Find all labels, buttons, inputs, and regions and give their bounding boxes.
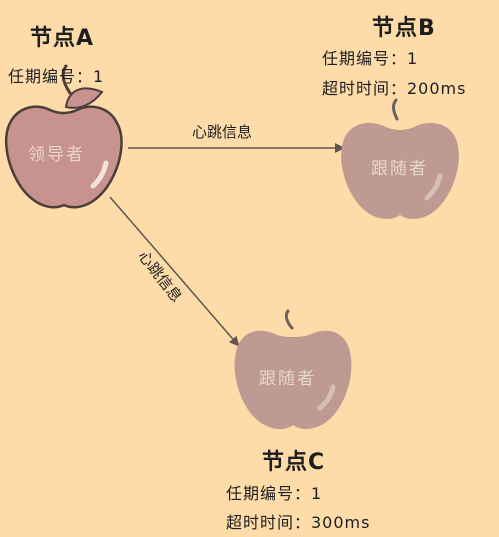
node-c-term: 任期编号：1 [226, 484, 323, 503]
node-c-timeout: 超时时间：300ms [226, 513, 371, 532]
leader-role-label: 领导者 [28, 145, 85, 165]
follower-b-apple-icon [341, 98, 459, 220]
node-b-timeout: 超时时间：200ms [322, 79, 467, 98]
node-b-title: 节点B [372, 16, 436, 41]
node-b-term: 任期编号：1 [322, 49, 419, 68]
heartbeat-label-to-b: 心跳信息 [192, 123, 253, 141]
heartbeat-arrow-to-c [109, 196, 240, 347]
node-a-title: 节点A [30, 26, 95, 51]
node-c-title: 节点C [262, 450, 326, 475]
node-a-term: 任期编号：1 [8, 67, 105, 86]
follower-c-apple-icon [234, 309, 352, 430]
follower-c-role-label: 跟随者 [259, 369, 316, 389]
leader-apple-icon [4, 64, 123, 209]
follower-b-role-label: 跟随者 [371, 159, 428, 179]
